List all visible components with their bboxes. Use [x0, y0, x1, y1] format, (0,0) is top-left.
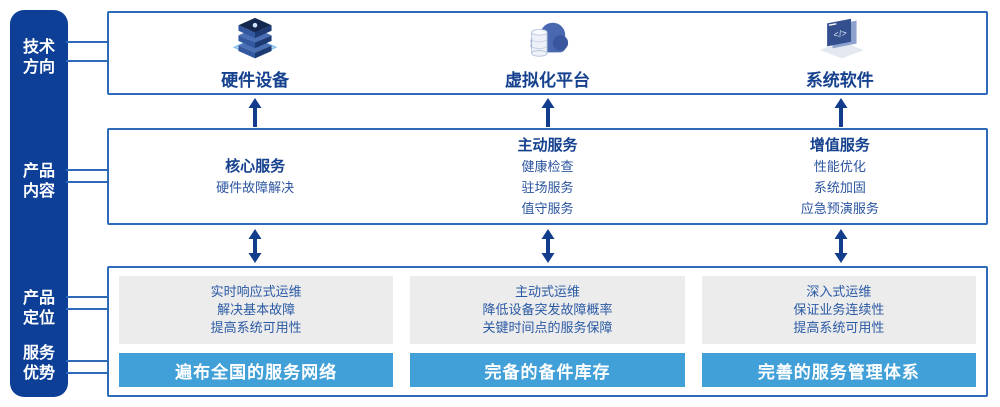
positioning-column-2: 主动式运维 降低设备突发故障概率 关键时间点的服务保障 完备的备件库存	[410, 268, 685, 395]
service-column-proactive: 主动服务 健康检查 驻场服务 值守服务	[401, 130, 693, 223]
connector-line	[66, 41, 109, 43]
connector-line	[66, 169, 109, 171]
sidebar-label-service-advantage: 服务 优势	[10, 344, 68, 384]
server-stack-icon	[227, 15, 283, 63]
arrow-double-vertical-icon	[834, 229, 848, 263]
service-item: 硬件故障解决	[216, 179, 295, 195]
arrow-double-vertical-icon	[541, 229, 555, 263]
arrow-up-icon	[541, 98, 555, 127]
positioning-column-3: 深入式运维 保证业务连续性 提高系统可用性 完善的服务管理体系	[701, 268, 976, 395]
code-window-icon: </>	[812, 15, 868, 63]
positioning-card: 主动式运维 降低设备突发故障概率 关键时间点的服务保障	[410, 276, 685, 344]
sidebar-label-line: 优势	[22, 365, 55, 382]
tech-direction-box: 硬件设备 虚拟化平台	[107, 11, 988, 95]
positioning-line: 提高系统可用性	[793, 320, 885, 335]
positioning-line: 实时响应式运维	[210, 284, 302, 299]
service-column-value-added: 增值服务 性能优化 系统加固 应急预演服务	[694, 130, 986, 223]
positioning-line: 深入式运维	[806, 284, 872, 299]
arrow-double-vertical-icon	[248, 229, 262, 263]
positioning-line: 解决基本故障	[217, 302, 296, 317]
arrow-up-icon	[248, 98, 262, 127]
service-column-core: 核心服务 硬件故障解决	[109, 130, 401, 223]
positioning-line: 保证业务连续性	[793, 302, 885, 317]
connector-line	[66, 372, 109, 374]
positioning-line: 主动式运维	[514, 284, 580, 299]
advantage-bar: 完善的服务管理体系	[701, 353, 976, 387]
positioning-advantage-box: 实时响应式运维 解决基本故障 提高系统可用性 遍布全国的服务网络 主动式运维 降…	[107, 266, 988, 397]
svg-text:</>: </>	[832, 28, 847, 40]
product-content-box: 核心服务 硬件故障解决 主动服务 健康检查 驻场服务 值守服务 增值服务 性能优…	[107, 128, 988, 225]
connector-line	[66, 181, 109, 183]
sidebar-label-line: 服务	[22, 345, 55, 362]
positioning-line: 降低设备突发故障概率	[482, 302, 613, 317]
connector-line	[66, 60, 109, 62]
positioning-card: 深入式运维 保证业务连续性 提高系统可用性	[701, 276, 976, 344]
tech-column-software: </> 系统软件	[694, 13, 986, 93]
connector-line	[66, 360, 109, 362]
connector-line	[66, 296, 109, 298]
sidebar-label-tech-direction: 技术 方向	[10, 38, 68, 78]
tech-label-virtualization: 虚拟化平台	[504, 71, 590, 90]
sidebar-label-line: 产品	[22, 163, 55, 180]
sidebar-label-line: 内容	[22, 183, 55, 200]
positioning-card: 实时响应式运维 解决基本故障 提高系统可用性	[119, 276, 394, 344]
sidebar-label-line: 方向	[22, 59, 55, 76]
connector-line	[66, 308, 109, 310]
service-item: 值守服务	[521, 200, 574, 216]
category-sidebar: 技术 方向 产品 内容 产品 定位 服务 优势	[10, 10, 68, 397]
advantage-bar: 遍布全国的服务网络	[119, 353, 394, 387]
service-item: 驻场服务	[521, 179, 574, 195]
service-title: 增值服务	[809, 136, 870, 154]
service-item: 应急预演服务	[800, 200, 879, 216]
tech-label-hardware: 硬件设备	[221, 71, 290, 90]
service-item: 健康检查	[521, 158, 574, 174]
tech-column-hardware: 硬件设备	[109, 13, 401, 93]
sidebar-label-line: 定位	[22, 310, 55, 327]
service-item: 性能优化	[813, 158, 866, 174]
positioning-line: 关键时间点的服务保障	[482, 320, 613, 335]
service-item: 系统加固	[813, 179, 866, 195]
advantage-bar: 完备的备件库存	[410, 353, 685, 387]
tech-label-software: 系统软件	[805, 71, 874, 90]
sidebar-label-line: 技术	[22, 39, 55, 56]
sidebar-label-product-content: 产品 内容	[10, 162, 68, 202]
service-title: 主动服务	[517, 136, 578, 154]
tech-column-virtualization: 虚拟化平台	[401, 13, 693, 93]
cloud-database-icon	[519, 15, 575, 63]
sidebar-label-line: 产品	[22, 290, 55, 307]
service-title: 核心服务	[225, 157, 286, 175]
sidebar-label-product-positioning: 产品 定位	[10, 289, 68, 329]
arrow-up-icon	[834, 98, 848, 127]
positioning-line: 提高系统可用性	[210, 320, 302, 335]
positioning-column-1: 实时响应式运维 解决基本故障 提高系统可用性 遍布全国的服务网络	[119, 268, 394, 395]
